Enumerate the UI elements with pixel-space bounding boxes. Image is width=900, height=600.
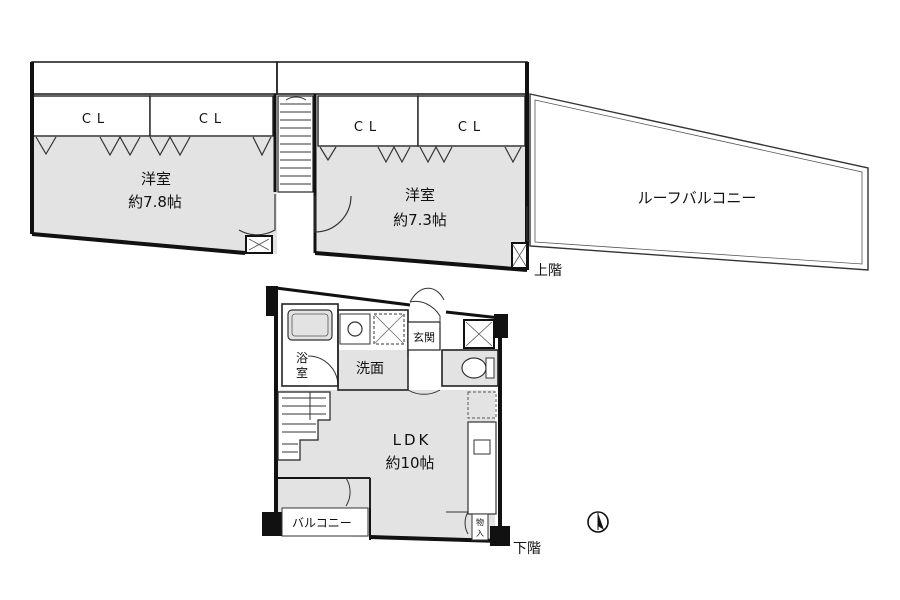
closet-door xyxy=(99,135,141,157)
room-left-name: 洋室 xyxy=(141,170,171,188)
washroom-label: 洗面 xyxy=(356,361,384,377)
storage-label-1: 物 xyxy=(476,517,484,527)
door-toilet xyxy=(407,358,441,395)
ldk-name: LDK xyxy=(393,431,432,449)
toilet-icon xyxy=(461,357,487,379)
sink-bowl xyxy=(347,321,363,337)
column xyxy=(490,526,510,546)
door-right-room xyxy=(314,195,352,233)
closet-label: CL xyxy=(354,120,382,135)
lower-stair-label: 下階 xyxy=(513,541,541,557)
column xyxy=(494,314,508,338)
closet-door xyxy=(149,135,191,157)
wall xyxy=(31,232,246,255)
closet-door xyxy=(35,136,57,156)
bath-label-2: 室 xyxy=(296,365,308,380)
stairs-lower xyxy=(277,391,331,461)
north-arrow-icon xyxy=(587,511,609,533)
closet-door xyxy=(419,145,453,164)
upper-right-top-box xyxy=(276,61,528,95)
wall xyxy=(275,286,411,307)
column xyxy=(262,512,282,536)
roof-balcony-label: ルーフバルコニー xyxy=(638,189,757,207)
door-storage xyxy=(446,511,469,535)
room-right-fill xyxy=(315,147,527,268)
room-left-size: 約7.8帖 xyxy=(128,193,182,211)
entrance-label: 玄関 xyxy=(413,330,435,344)
ldk-fill xyxy=(276,390,495,540)
closet-right-1 xyxy=(317,95,419,147)
stair-box-mark xyxy=(512,244,527,267)
upper-left-top-box xyxy=(31,61,278,95)
door-left-room xyxy=(238,194,276,236)
entrance-area xyxy=(407,321,441,351)
room-right-name: 洋室 xyxy=(405,186,435,204)
entrance-door xyxy=(409,287,445,303)
closet-door xyxy=(319,146,337,162)
entrance-door-swing xyxy=(409,300,441,328)
closet-door xyxy=(377,145,411,164)
storage-box xyxy=(471,513,489,541)
wall xyxy=(445,310,501,320)
wall xyxy=(314,251,528,272)
room-left-fill xyxy=(32,137,277,254)
balcony-area xyxy=(281,507,369,537)
kitchen-counter xyxy=(467,421,497,515)
upper-floor: 洋室 約7.8帖 CL CL xyxy=(30,61,869,279)
lower-floor: 浴 室 浴室 洗面 玄関 xyxy=(262,286,541,557)
column xyxy=(266,286,278,316)
closet-left-2 xyxy=(149,95,274,137)
storage-label-2: 入 xyxy=(476,529,484,538)
washroom-fill xyxy=(338,350,408,390)
closet-label: CL xyxy=(199,112,227,127)
upper-stair-label: 上階 xyxy=(534,263,562,279)
fridge-place xyxy=(467,391,497,419)
washing-mark xyxy=(373,313,405,345)
kitchen-sink-icon xyxy=(473,439,491,455)
closet-label: CL xyxy=(82,112,110,127)
stairs-upper xyxy=(277,95,314,193)
closet-door xyxy=(504,146,522,164)
bath-label-1: 浴 xyxy=(296,351,308,365)
ldk-size: 約10帖 xyxy=(385,454,434,472)
room-right-size: 約7.3帖 xyxy=(393,211,447,229)
closet-right-2 xyxy=(417,95,526,147)
closet-label: CL xyxy=(458,120,486,135)
door-balcony-frame xyxy=(340,477,371,508)
roof-balcony-outline xyxy=(529,93,869,271)
bathtub-inner xyxy=(291,313,329,337)
roof-balcony-inner xyxy=(534,99,863,265)
sink-icon xyxy=(339,313,371,345)
bathtub-icon xyxy=(287,309,333,341)
shoe-box-mark xyxy=(465,321,493,347)
toilet-tank xyxy=(485,357,495,379)
balcony-label: バルコニー xyxy=(292,516,352,530)
pipe-space-mark xyxy=(248,238,270,251)
closet-door xyxy=(252,136,272,157)
